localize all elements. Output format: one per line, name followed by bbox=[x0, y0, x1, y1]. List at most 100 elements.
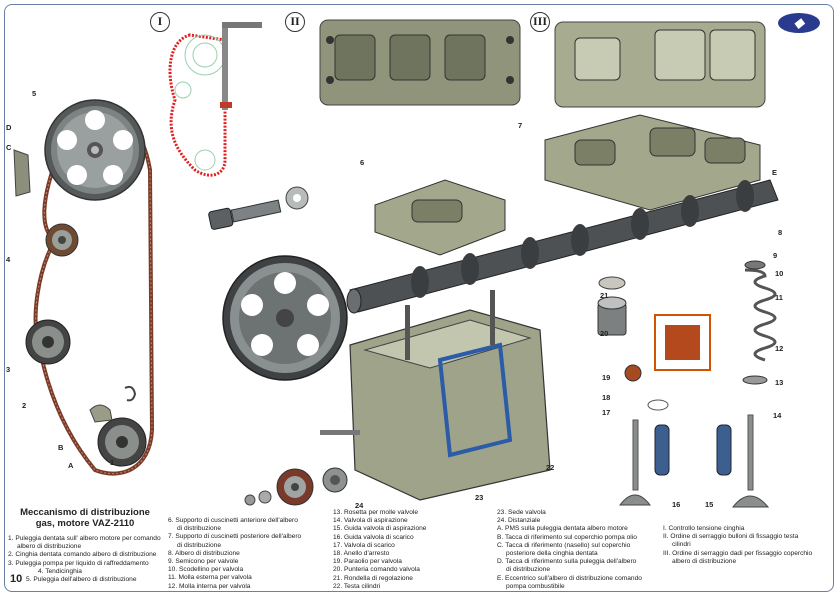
callout-labels: 1 2 3 4 5 6 7 8 9 10 11 12 13 14 15 16 1… bbox=[6, 89, 783, 510]
callout-21: 21 bbox=[600, 291, 608, 300]
legend-item: 7. Supporto di cuscinetti posteriore del… bbox=[168, 533, 302, 541]
legend-item: II. Ordine di serraggio bulloni di fissa… bbox=[663, 533, 799, 541]
legend-item: 19. Paraolio per valvola bbox=[333, 558, 402, 566]
legend-item: 14. Valvola di aspirazione bbox=[333, 517, 408, 525]
legend-column-2: 6. Supporto di cuscinetti anteriore dell… bbox=[168, 517, 301, 591]
legend-item: 1. Puleggia dentata sull' albero motore … bbox=[8, 535, 161, 542]
legend-item: I. Controllo tensione cinghia bbox=[663, 525, 745, 532]
rear-bearing-support bbox=[544, 114, 761, 211]
front-bearing-support bbox=[374, 179, 506, 256]
legend-item: posteriore della cinghia dentata bbox=[506, 550, 598, 558]
legend-item: C. Tacca di riferimento (nasello) sul co… bbox=[497, 541, 631, 549]
callout-15-right: 15 bbox=[705, 500, 713, 509]
legend-item: B. Tacca di riferimento sul coperchio po… bbox=[497, 533, 637, 541]
callout-18: 18 bbox=[602, 393, 610, 402]
legend-item: 11. Molla esterna per valvola bbox=[168, 574, 252, 582]
head-tightening-order-view bbox=[319, 19, 521, 106]
callout-9: 9 bbox=[773, 251, 777, 260]
callout-2: 2 bbox=[22, 401, 26, 410]
callout-B: B bbox=[58, 443, 64, 452]
legend-item: 18. Anello d'arresto bbox=[333, 550, 390, 558]
camshaft bbox=[346, 179, 779, 314]
callout-1: 1 bbox=[110, 458, 114, 467]
water-pump-pulley bbox=[25, 319, 71, 365]
legend-item: 12. Molla interna per valvola bbox=[168, 582, 251, 590]
callout-A: A bbox=[68, 461, 74, 470]
legend-item: albero di distribuzione bbox=[17, 543, 82, 551]
camshaft-pulley-exploded bbox=[222, 255, 348, 381]
legend-item: 9. Semicono per valvole bbox=[168, 558, 239, 566]
callout-5-left: 5 bbox=[32, 89, 36, 98]
legend-column-3: 13. Rosetta per molle valvole 14. Valvol… bbox=[333, 509, 426, 591]
callout-16: 16 bbox=[672, 500, 680, 509]
legend-item: 8. Albero di distribuzione bbox=[168, 549, 240, 557]
legend-item: 3. Puleggia pompa per liquido di raffred… bbox=[8, 559, 149, 567]
belt-tension-view bbox=[168, 22, 262, 177]
callout-C: C bbox=[6, 143, 12, 152]
callout-19: 19 bbox=[602, 373, 610, 382]
cover-tightening-order-view bbox=[554, 21, 766, 108]
view-label-ii: II bbox=[285, 12, 305, 32]
callout-E: E bbox=[772, 168, 777, 177]
timing-belt-drive bbox=[13, 99, 155, 476]
legend-item: di distribuzione bbox=[506, 566, 550, 574]
callout-7: 7 bbox=[518, 121, 522, 130]
callout-4-left: 4 bbox=[6, 255, 11, 264]
page-number: 10 bbox=[10, 573, 23, 585]
diagram-title: Meccanismo di distribuzione gas, motore … bbox=[20, 507, 150, 529]
legend-item: di distribuzione bbox=[177, 525, 221, 533]
tensioner-exploded bbox=[244, 467, 348, 506]
lada-logo-icon: ◆ bbox=[778, 13, 820, 33]
legend-item: 24. Distanziale bbox=[497, 517, 541, 525]
rear-cover-mark bbox=[13, 149, 31, 197]
belt-tensioner-left bbox=[45, 223, 79, 257]
legend-item: 10. Scodellino per valvola bbox=[168, 566, 244, 574]
callout-11: 11 bbox=[775, 293, 783, 302]
legend-item: cilindri bbox=[672, 541, 691, 549]
legend-column-1: 1. Puleggia dentata sull' albero motore … bbox=[8, 535, 161, 584]
legend-item: pompa combustibile bbox=[506, 582, 565, 590]
callout-6: 6 bbox=[360, 158, 364, 167]
legend-item: di distribuzione bbox=[177, 541, 221, 549]
callout-20: 20 bbox=[600, 329, 608, 338]
legend-item: 6. Supporto di cuscinetti anteriore dell… bbox=[168, 517, 298, 524]
callout-24: 24 bbox=[355, 501, 364, 510]
view-label-iii: III bbox=[530, 12, 550, 32]
legend-column-5: I. Controllo tensione cinghia II. Ordine… bbox=[663, 525, 812, 566]
legend-item: E. Eccentrico sull'albero di distribuzio… bbox=[497, 574, 642, 582]
legend-item: 5. Puleggia dell'albero di distribuzione bbox=[26, 576, 137, 584]
legend-item: 20. Punteria comando valvola bbox=[333, 566, 420, 574]
intake-valve bbox=[731, 414, 770, 508]
callout-3: 3 bbox=[6, 365, 10, 374]
legend-item: 13. Rosetta per molle valvole bbox=[333, 509, 419, 516]
view-label-i: I bbox=[150, 12, 170, 32]
legend-item: 21. Rondella di regolazione bbox=[333, 574, 413, 582]
legend-item: 23. Sede valvola bbox=[497, 509, 546, 516]
camshaft-pulley-top bbox=[44, 99, 146, 201]
legend-item: 4. Tendicinghia bbox=[38, 567, 82, 575]
callout-22: 22 bbox=[546, 463, 554, 472]
crankshaft-pulley bbox=[97, 417, 147, 467]
legend-item: III. Ordine di serraggio dadi per fissag… bbox=[663, 549, 813, 557]
pulley-bolt bbox=[208, 186, 309, 230]
exhaust-valve bbox=[618, 419, 652, 506]
legend-item: 17. Valvola di scarico bbox=[333, 541, 395, 549]
legend-item: 2. Cinghia dentata comando albero di dis… bbox=[8, 551, 157, 559]
valve-train bbox=[597, 260, 777, 508]
callout-8: 8 bbox=[778, 228, 782, 237]
callout-17: 17 bbox=[602, 408, 610, 417]
legend-item: albero di distribuzione bbox=[672, 557, 737, 565]
legend-item: 16. Guida valvola di scarico bbox=[333, 533, 414, 541]
valve-springs bbox=[742, 260, 777, 385]
callout-13: 13 bbox=[775, 378, 783, 387]
callout-12: 12 bbox=[775, 344, 783, 353]
legend-item: D. Tacca di riferimento sulla puleggia d… bbox=[497, 558, 637, 566]
legend-column-4: 23. Sede valvola 24. Distanziale A. PMS … bbox=[497, 509, 642, 591]
legend-item: A. PMS sulla puleggia dentata albero mot… bbox=[497, 525, 628, 533]
callout-10: 10 bbox=[775, 269, 783, 278]
legend-item: 22. Testa cilindri bbox=[333, 582, 381, 590]
page-frame bbox=[4, 4, 834, 592]
cylinder-head bbox=[320, 290, 551, 501]
callout-23: 23 bbox=[475, 493, 483, 502]
